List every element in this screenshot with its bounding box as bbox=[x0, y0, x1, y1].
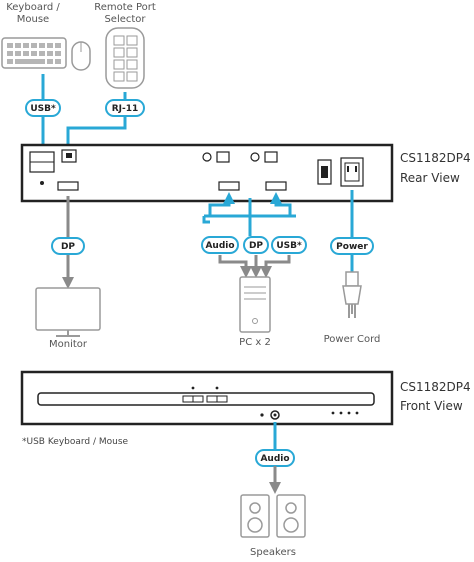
keyboard-mouse-label-line1: Keyboard / bbox=[6, 2, 60, 13]
pc-cable-bundle: Audio DP USB* bbox=[201, 192, 307, 278]
rear-view-label: Rear View bbox=[400, 171, 460, 185]
pc-dp-connector-label: DP bbox=[249, 241, 263, 251]
usb-footnote: *USB Keyboard / Mouse bbox=[22, 437, 129, 447]
led-1-icon bbox=[191, 386, 195, 390]
power-connector-pill bbox=[330, 237, 374, 255]
keyboard-mouse-label-line2: Mouse bbox=[17, 14, 49, 25]
speaker-audio-connector-label: Audio bbox=[260, 454, 289, 464]
dp-monitor-cable: DP bbox=[51, 196, 85, 289]
audio-port-icon bbox=[202, 152, 212, 162]
pc-usb-connector-pill bbox=[271, 236, 307, 254]
usb-b-port-2-icon bbox=[264, 151, 278, 163]
speakers-device: Speakers bbox=[240, 494, 306, 558]
rj11-connector-pill bbox=[105, 99, 145, 117]
pc-label: PC x 2 bbox=[239, 337, 271, 348]
front-view-label: Front View bbox=[400, 399, 463, 413]
pc-device: PC x 2 bbox=[239, 276, 271, 348]
usb-connector-pill bbox=[25, 99, 61, 117]
pc-tower-icon bbox=[239, 276, 271, 333]
monitor-device: Monitor bbox=[35, 287, 101, 350]
front-led-icon bbox=[260, 413, 264, 417]
power-socket-icon bbox=[340, 157, 364, 187]
speaker-right-icon bbox=[276, 494, 306, 538]
led-2-icon bbox=[215, 386, 219, 390]
pc-usb-connector-label: USB* bbox=[276, 241, 302, 251]
remote-port-selector-label-line1: Remote Port bbox=[94, 2, 156, 13]
remote-port-selector-device: Remote Port Selector bbox=[94, 2, 156, 89]
power-plug-icon bbox=[342, 271, 362, 318]
rj11-cable: RJ-11 bbox=[62, 92, 145, 156]
power-cable: Power bbox=[330, 190, 374, 272]
front-bezel-slot bbox=[37, 392, 375, 406]
speaker-left-icon bbox=[240, 494, 270, 538]
rj11-connector-label: RJ-11 bbox=[112, 104, 139, 114]
power-connector-label: Power bbox=[336, 242, 368, 252]
speakers-label: Speakers bbox=[250, 547, 296, 558]
rear-panel bbox=[20, 143, 394, 203]
front-model-label: CS1182DP4 bbox=[400, 380, 471, 394]
audio-port-2-icon bbox=[250, 152, 260, 162]
usb-cable: USB* bbox=[25, 74, 61, 156]
monitor-label: Monitor bbox=[49, 339, 88, 350]
pc-dp-connector-pill bbox=[243, 236, 269, 254]
usb-connector-label: USB* bbox=[30, 104, 56, 114]
pc-audio-connector-pill bbox=[201, 236, 239, 254]
rear-model-label: CS1182DP4 bbox=[400, 151, 471, 165]
keyboard-icon bbox=[1, 37, 67, 69]
usb-b-port-icon bbox=[216, 151, 230, 163]
front-panel bbox=[20, 370, 394, 426]
dp-in-port-1-icon bbox=[218, 181, 240, 191]
power-cord-device: Power Cord bbox=[324, 271, 381, 345]
indicator-dot-icon bbox=[40, 181, 44, 185]
keyboard-mouse-device: Keyboard / Mouse bbox=[1, 2, 91, 71]
dp-in-port-2-icon bbox=[265, 181, 287, 191]
power-cord-label: Power Cord bbox=[324, 334, 381, 345]
remote-port-selector-icon bbox=[105, 27, 145, 89]
monitor-icon bbox=[35, 287, 101, 337]
dp-monitor-connector-label: DP bbox=[61, 242, 75, 252]
speaker-audio-cable: Audio bbox=[255, 422, 295, 494]
pc-audio-connector-label: Audio bbox=[205, 241, 234, 251]
dp-out-port-icon bbox=[57, 181, 79, 191]
remote-port-selector-label-line2: Selector bbox=[104, 14, 146, 25]
mouse-icon bbox=[71, 41, 91, 71]
dp-monitor-connector-pill bbox=[51, 237, 85, 255]
